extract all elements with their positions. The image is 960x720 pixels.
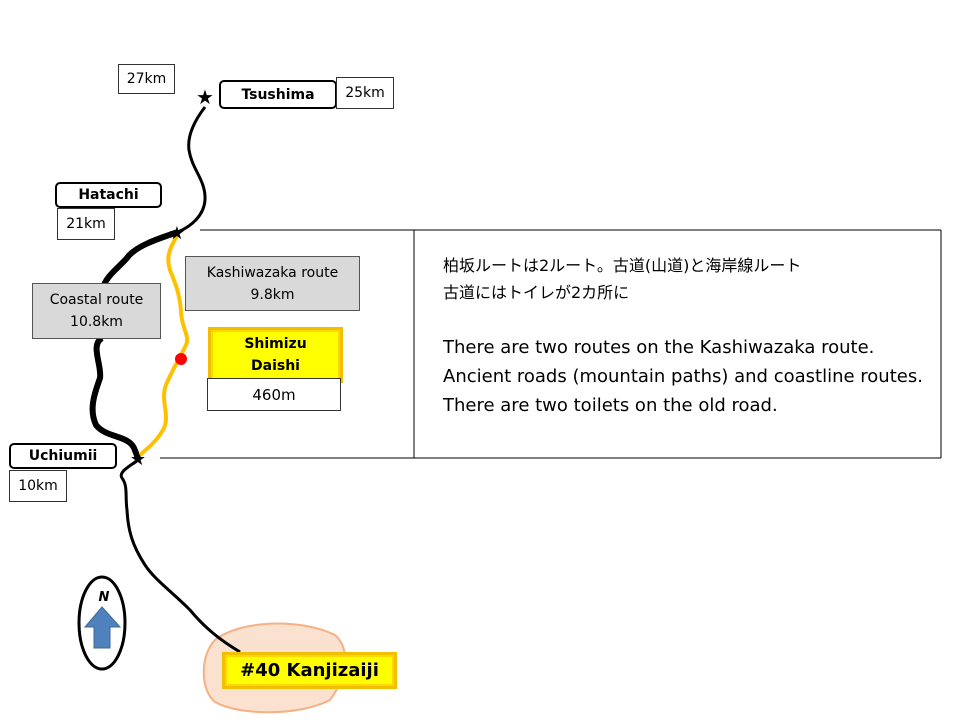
route-length: 10.8km <box>70 314 123 330</box>
shimizu-daishi-label: Shimizu Daishi <box>208 327 343 383</box>
place-tsushima: Tsushima <box>219 80 337 109</box>
info-japanese: 柏坂ルートは2ルート。古道(山道)と海岸線ルート 古道にはトイレが2カ所に <box>443 252 801 306</box>
temple-kanjizaiji-label: #40 Kanjizaiji <box>222 652 397 689</box>
distance-25km: 25km <box>336 77 394 109</box>
info-jp-line: 古道にはトイレが2カ所に <box>443 283 630 302</box>
info-english: There are two routes on the Kashiwazaka … <box>443 333 933 420</box>
distance-27km: 27km <box>118 64 175 94</box>
coastal-route-label: Coastal route 10.8km <box>32 283 161 339</box>
route-name: Kashiwazaka route <box>206 264 339 281</box>
road-tsushima-hatachi <box>177 106 207 234</box>
shimizu-name-line1: Shimizu <box>244 336 307 352</box>
info-jp-line: 柏坂ルートは2ルート。古道(山道)と海岸線ルート <box>443 256 802 275</box>
info-en-line: There are two routes on the Kashiwazaka … <box>443 337 875 358</box>
shimizu-name-line2: Daishi <box>251 358 300 374</box>
route-length: 9.8km <box>250 286 295 303</box>
distance-21km: 21km <box>57 208 115 240</box>
place-uchiumii: Uchiumii <box>9 443 117 469</box>
info-en-line: There are two toilets on the old road. <box>443 395 778 416</box>
star-icon: ★ <box>169 223 185 244</box>
star-icon: ★ <box>130 449 146 470</box>
info-en-line: Ancient roads (mountain paths) and coast… <box>443 366 923 387</box>
route-name: Coastal route <box>49 292 144 308</box>
kashiwazaka-route-label: Kashiwazaka route 9.8km <box>185 256 360 311</box>
coastal-road <box>89 229 179 460</box>
old-road-kashiwazaka <box>138 235 190 457</box>
distance-10km: 10km <box>9 470 67 502</box>
road-uchiumii-kanjizaiji <box>119 458 241 654</box>
compass-north-label: N <box>99 590 110 605</box>
shimizu-elevation: 460m <box>207 378 341 411</box>
star-icon: ★ <box>196 85 214 109</box>
place-hatachi: Hatachi <box>55 182 162 208</box>
north-arrow-icon <box>83 606 122 649</box>
shimizu-daishi-marker <box>175 353 187 365</box>
